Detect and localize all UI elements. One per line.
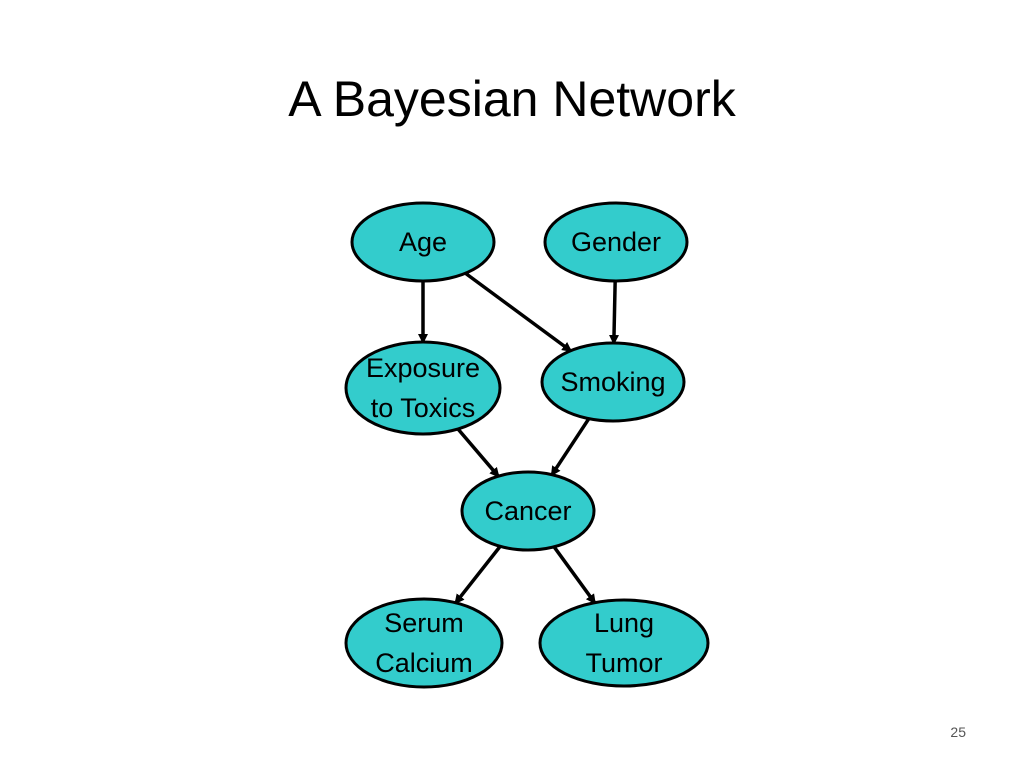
node-serum-label: Calcium bbox=[375, 648, 473, 678]
slide-title: A Bayesian Network bbox=[288, 71, 736, 127]
edge-age-to-smoking bbox=[464, 271, 573, 353]
node-cancer: Cancer bbox=[460, 470, 596, 552]
node-smoking-ellipse bbox=[540, 341, 686, 423]
edge-cancer-to-lung bbox=[552, 545, 597, 605]
node-smoking: Smoking bbox=[540, 341, 686, 423]
node-age: Age bbox=[350, 201, 496, 283]
node-exposure-label: Exposure bbox=[366, 353, 480, 383]
node-age-label: Age bbox=[399, 227, 447, 257]
node-smoking-label: Smoking bbox=[560, 367, 665, 397]
node-exposure-label: to Toxics bbox=[371, 393, 476, 423]
node-age-ellipse bbox=[350, 201, 496, 283]
node-exposure-ellipse bbox=[344, 340, 502, 436]
edges-layer bbox=[418, 271, 620, 605]
edge-smoking-to-cancer bbox=[550, 417, 591, 477]
node-lung-label: Lung bbox=[594, 608, 654, 638]
node-gender-label: Gender bbox=[571, 227, 661, 257]
edge-exposure-to-cancer bbox=[456, 427, 500, 478]
edge-cancer-to-serum bbox=[454, 545, 502, 605]
node-lung-label: Tumor bbox=[585, 648, 662, 678]
slide-number: 25 bbox=[950, 724, 966, 740]
node-cancer-label: Cancer bbox=[484, 496, 571, 526]
node-serum-label: Serum bbox=[384, 608, 464, 638]
node-exposure: Exposure to Toxics bbox=[344, 340, 502, 436]
node-serum-ellipse bbox=[344, 597, 504, 689]
node-gender-ellipse bbox=[543, 201, 689, 283]
node-gender: Gender bbox=[543, 201, 689, 283]
edge-gender-to-smoking bbox=[609, 280, 620, 346]
node-cancer-ellipse bbox=[460, 470, 596, 552]
node-lung-ellipse bbox=[538, 598, 710, 688]
